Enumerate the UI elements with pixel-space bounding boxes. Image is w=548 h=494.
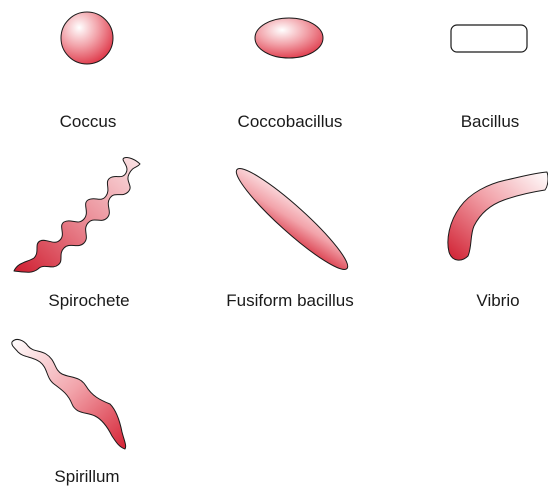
- spirillum-shape: [12, 339, 126, 449]
- vibrio-shape: [448, 172, 548, 260]
- coccus-shape: [61, 12, 113, 64]
- bacillus-shape: [451, 25, 527, 52]
- fusiform-bacillus-shape: [228, 160, 355, 278]
- spirochete-shape: [14, 157, 140, 272]
- vibrio-label: Vibrio: [476, 292, 519, 309]
- spirochete-label: Spirochete: [48, 292, 129, 309]
- bacillus-label: Bacillus: [461, 113, 520, 130]
- spirillum-label: Spirillum: [54, 468, 119, 485]
- coccobacillus-shape: [255, 18, 323, 58]
- coccobacillus-label: Coccobacillus: [238, 113, 343, 130]
- fusiform-bacillus-label: Fusiform bacillus: [226, 292, 354, 309]
- coccus-label: Coccus: [60, 113, 117, 130]
